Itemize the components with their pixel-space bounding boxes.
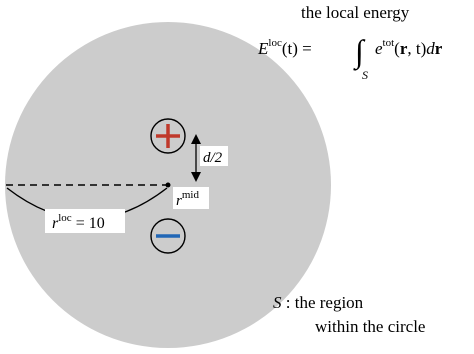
negative-charge-ring	[150, 218, 186, 254]
integral-sign: ∫	[353, 33, 366, 71]
energy-equation: Eloc(t) = ∫ S etot(r, t)dr	[257, 33, 443, 82]
half-distance-arrow	[191, 134, 201, 182]
positive-charge	[150, 118, 186, 154]
svg-text:d/2: d/2	[203, 150, 223, 166]
svg-text:Eloc(t) =: Eloc(t) =	[257, 37, 312, 58]
svg-text:S : the region: S : the region	[273, 293, 364, 312]
svg-text:within the circle: within the circle	[315, 317, 425, 336]
positive-charge-ring	[150, 118, 186, 154]
midpoint-label: rmid	[173, 187, 209, 209]
integral-subscript: S	[362, 68, 368, 82]
midpoint-dot	[165, 182, 171, 188]
half-distance-label: d/2	[200, 146, 228, 166]
energy-title: the local energy	[301, 3, 410, 22]
region-label: S : the region within the circle	[273, 293, 425, 336]
svg-text:rloc = 10: rloc = 10	[52, 212, 105, 232]
svg-text:rmid: rmid	[176, 189, 199, 209]
svg-text:etot(r, t)dr: etot(r, t)dr	[375, 37, 443, 58]
negative-charge	[150, 218, 186, 254]
radius-label: rloc = 10	[45, 209, 125, 233]
